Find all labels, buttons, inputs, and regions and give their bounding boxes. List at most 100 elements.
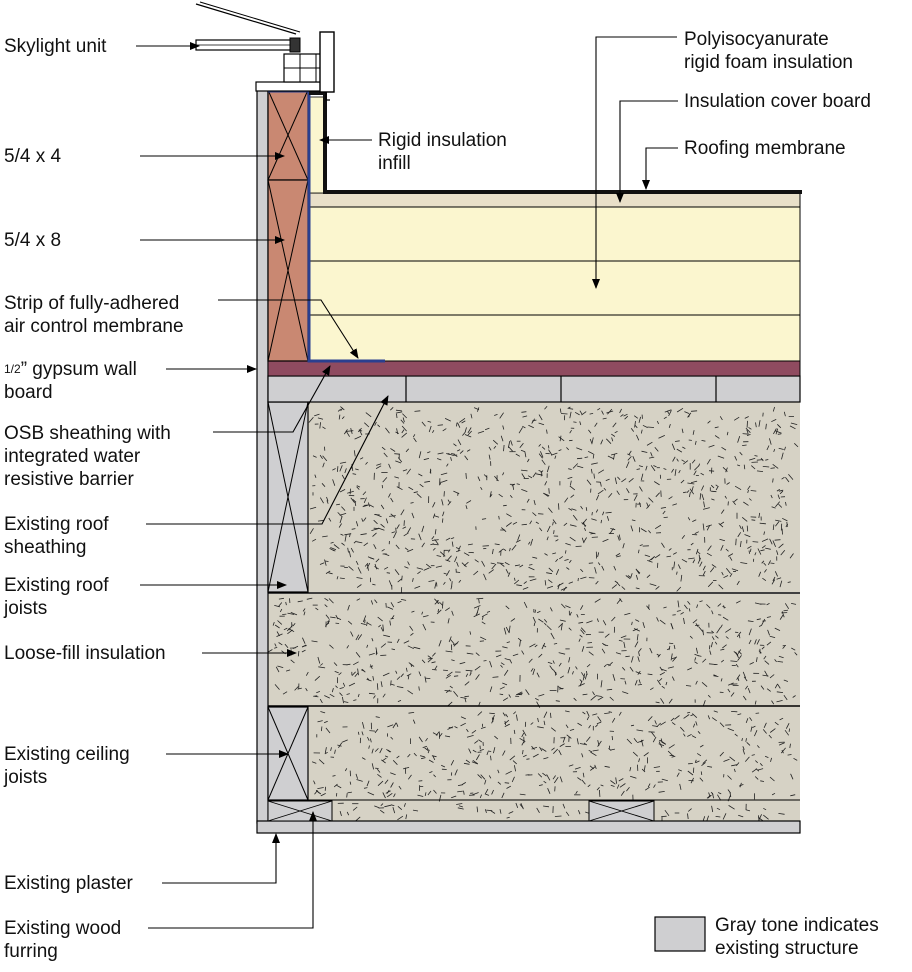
cellulose-fleck [526, 758, 530, 760]
cellulose-fleck [511, 776, 515, 783]
cellulose-fleck [457, 807, 464, 810]
cellulose-fleck [445, 674, 451, 679]
cellulose-fleck [764, 569, 767, 573]
cellulose-fleck [465, 472, 467, 479]
cellulose-fleck [382, 624, 384, 631]
cellulose-fleck [631, 656, 634, 663]
cellulose-fleck [437, 608, 439, 613]
cellulose-fleck [774, 571, 778, 577]
cellulose-fleck [738, 814, 744, 818]
cellulose-fleck [435, 565, 443, 568]
gypsum-wall-board [256, 84, 269, 824]
cellulose-fleck [541, 748, 547, 752]
cellulose-fleck [507, 572, 511, 577]
cellulose-fleck [370, 664, 373, 670]
cellulose-fleck [708, 792, 711, 797]
cellulose-fleck [696, 753, 702, 757]
cellulose-fleck [450, 760, 455, 766]
cellulose-fleck [397, 700, 402, 702]
cellulose-fleck [350, 631, 354, 637]
cellulose-fleck [532, 472, 537, 478]
cellulose-fleck [685, 685, 692, 687]
cellulose-fleck [787, 754, 792, 756]
cellulose-fleck [374, 599, 378, 604]
cellulose-fleck [674, 715, 680, 720]
cellulose-fleck [521, 411, 527, 413]
skylight-glazing-seal [289, 37, 301, 53]
cellulose-fleck [439, 732, 443, 738]
cellulose-fleck [388, 493, 391, 498]
cellulose-fleck [649, 556, 656, 561]
cellulose-fleck [313, 695, 318, 697]
cellulose-fleck [715, 635, 719, 639]
cellulose-fleck [776, 550, 779, 556]
cellulose-fleck [446, 463, 449, 467]
cellulose-fleck [473, 570, 479, 576]
cellulose-fleck [322, 535, 328, 538]
cellulose-fleck [763, 655, 767, 660]
cellulose-fleck [345, 430, 350, 437]
cellulose-fleck [532, 753, 539, 758]
cellulose-fleck [628, 450, 632, 455]
cellulose-fleck [437, 424, 443, 426]
cellulose-fleck [464, 455, 469, 461]
cellulose-fleck [668, 548, 672, 551]
cellulose-fleck [421, 421, 426, 427]
cellulose-fleck [412, 578, 414, 582]
cellulose-fleck [274, 624, 280, 629]
label-existing-ceiling-joists-line-2: joists [4, 767, 48, 788]
cellulose-fleck [457, 784, 463, 786]
cellulose-fleck [362, 504, 368, 508]
cellulose-fleck [654, 554, 661, 559]
cellulose-fleck [783, 679, 789, 682]
cellulose-fleck [782, 517, 788, 522]
cellulose-fleck [640, 473, 644, 481]
cellulose-fleck [579, 421, 582, 426]
cellulose-fleck [395, 527, 397, 533]
cellulose-fleck [627, 575, 632, 579]
cellulose-fleck [481, 518, 487, 520]
cellulose-fleck [366, 621, 368, 627]
cellulose-fleck [292, 623, 296, 627]
cellulose-fleck [466, 735, 474, 738]
cellulose-fleck [367, 556, 375, 560]
cellulose-fleck [488, 446, 492, 451]
cellulose-fleck [606, 515, 610, 521]
cellulose-fleck [757, 548, 762, 555]
cellulose-fleck [695, 548, 699, 555]
cellulose-fleck [484, 788, 489, 795]
cellulose-fleck [775, 521, 780, 527]
cellulose-fleck [771, 792, 776, 796]
cellulose-fleck [347, 547, 349, 553]
cellulose-fleck [537, 726, 544, 729]
cellulose-fleck [381, 759, 386, 764]
cellulose-fleck [363, 517, 367, 522]
cellulose-fleck [390, 772, 396, 776]
skylight-side-frame [319, 31, 335, 93]
cellulose-fleck [617, 476, 621, 480]
cellulose-fleck [660, 698, 665, 704]
cellulose-fleck [508, 625, 511, 633]
cellulose-fleck [695, 647, 698, 654]
cellulose-fleck [359, 457, 364, 460]
cellulose-fleck [608, 711, 613, 713]
cellulose-fleck [395, 670, 398, 674]
cellulose-fleck [321, 726, 323, 732]
cellulose-fleck [330, 616, 336, 619]
cellulose-fleck [595, 509, 599, 513]
cellulose-fleck [420, 755, 425, 758]
cellulose-fleck [778, 447, 784, 450]
cellulose-fleck [367, 564, 369, 571]
cellulose-fleck [407, 548, 414, 553]
cellulose-fleck [784, 603, 790, 610]
cellulose-fleck [646, 574, 651, 578]
cellulose-fleck [780, 550, 786, 556]
cellulose-fleck [457, 422, 461, 428]
cellulose-fleck [391, 615, 395, 620]
cellulose-fleck [714, 641, 718, 645]
cellulose-fleck [689, 635, 693, 639]
cellulose-fleck [544, 553, 548, 556]
cellulose-fleck [290, 612, 298, 616]
cellulose-fleck [778, 503, 783, 508]
cellulose-fleck [359, 430, 363, 436]
